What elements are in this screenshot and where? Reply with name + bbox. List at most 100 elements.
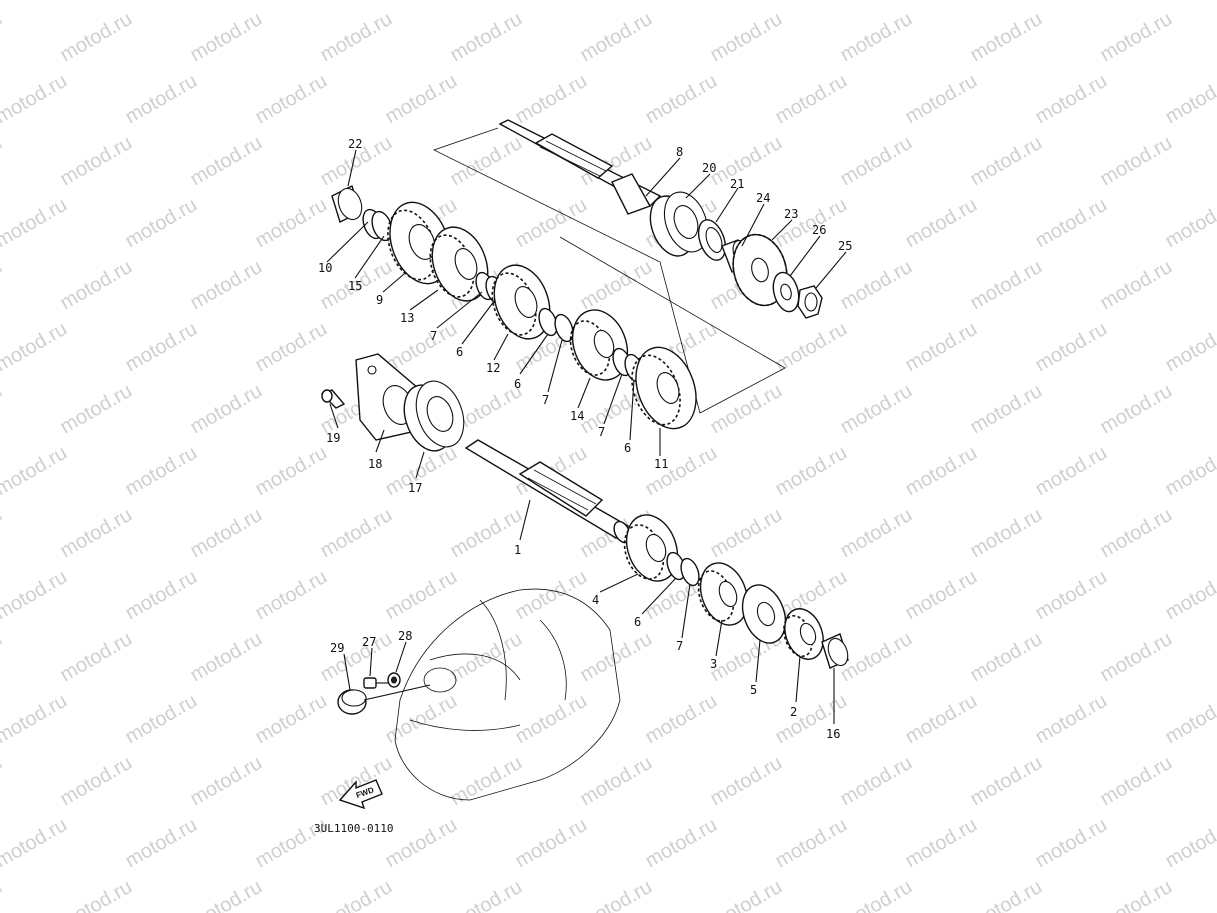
gear-12 bbox=[491, 264, 551, 340]
watermark-text: motod.ru bbox=[642, 690, 721, 749]
watermark-text: motod.ru bbox=[0, 814, 71, 873]
callout-21: 21 bbox=[730, 177, 744, 191]
callout-2: 2 bbox=[790, 705, 797, 719]
watermark-text: motod.ru bbox=[642, 814, 721, 873]
bearing-16 bbox=[821, 633, 849, 669]
watermark-text: motod.ru bbox=[252, 194, 331, 253]
watermark-text: motod.ru bbox=[902, 690, 981, 749]
watermark-text: motod.ru bbox=[447, 628, 526, 687]
callout-12: 12 bbox=[486, 361, 500, 375]
watermark-text: motod.ru bbox=[1162, 690, 1217, 749]
watermark-text: motod.ru bbox=[447, 8, 526, 67]
watermark-text: motod.ru bbox=[577, 628, 656, 687]
callout-5: 5 bbox=[750, 683, 757, 697]
watermark-text: motod.ru bbox=[1162, 318, 1217, 377]
callout-17: 17 bbox=[408, 481, 422, 495]
watermark-text: motod.ru bbox=[707, 876, 786, 913]
watermark-text: motod.ru bbox=[0, 380, 6, 439]
watermark-text: motod.ru bbox=[837, 628, 916, 687]
watermark-text: motod.ru bbox=[1097, 628, 1176, 687]
watermark-text: motod.ru bbox=[0, 194, 71, 253]
watermark-text: motod.ru bbox=[1162, 566, 1217, 625]
watermark-text: motod.ru bbox=[187, 876, 266, 913]
watermark-text: motod.ru bbox=[837, 876, 916, 913]
watermark-text: motod.ru bbox=[0, 752, 6, 811]
diagram-code: 3UL1100-0110 bbox=[314, 822, 393, 835]
watermark-text: motod.ru bbox=[642, 442, 721, 501]
watermark-text: motod.ru bbox=[447, 752, 526, 811]
watermark-text: motod.ru bbox=[772, 814, 851, 873]
watermark-text: motod.ru bbox=[122, 194, 201, 253]
watermark-text: motod.ru bbox=[1032, 0, 1111, 4]
watermark-text: motod.ru bbox=[577, 876, 656, 913]
callout-labels: 22 10 15 9 13 7 6 12 6 7 14 7 6 11 8 20 … bbox=[318, 137, 852, 741]
leader-lines bbox=[326, 149, 847, 724]
lock-washer-26 bbox=[772, 271, 800, 313]
watermark-text: motod.ru bbox=[902, 194, 981, 253]
watermark-text: motod.ru bbox=[772, 318, 851, 377]
watermark-text: motod.ru bbox=[382, 690, 461, 749]
callout-25: 25 bbox=[838, 239, 852, 253]
watermark-text: motod.ru bbox=[122, 0, 201, 4]
circlip-washer-lower bbox=[666, 551, 700, 587]
watermark-text: motod.ru bbox=[902, 566, 981, 625]
watermark-text: motod.ru bbox=[0, 318, 71, 377]
watermark-text: motod.ru bbox=[57, 752, 136, 811]
watermark-text: motod.ru bbox=[512, 194, 591, 253]
watermark-text: motod.ru bbox=[967, 380, 1046, 439]
watermark-text: motod.ru bbox=[902, 0, 981, 4]
callout-6a: 6 bbox=[456, 345, 463, 359]
watermark-text: motod.ru bbox=[57, 8, 136, 67]
callout-6d: 6 bbox=[634, 615, 641, 629]
callout-18: 18 bbox=[368, 457, 382, 471]
callout-4: 4 bbox=[592, 593, 599, 607]
bearing-17 bbox=[403, 380, 465, 452]
watermark-text: motod.ru bbox=[707, 752, 786, 811]
gear-3 bbox=[697, 562, 749, 626]
washer-28 bbox=[387, 672, 401, 688]
watermark-text: motod.ru bbox=[122, 690, 201, 749]
watermark-text: motod.ru bbox=[577, 752, 656, 811]
watermark-text: motod.ru bbox=[317, 876, 396, 913]
watermark-text: motod.ru bbox=[967, 504, 1046, 563]
callout-27: 27 bbox=[362, 635, 376, 649]
watermark-text: motod.ru bbox=[317, 8, 396, 67]
gear-13 bbox=[429, 226, 489, 302]
watermark-text: motod.ru bbox=[1162, 70, 1217, 129]
watermark-text: motod.ru bbox=[1162, 0, 1217, 4]
callout-8: 8 bbox=[676, 145, 683, 159]
watermark-text: motod.ru bbox=[707, 132, 786, 191]
watermark-text: motod.ru bbox=[512, 0, 591, 4]
watermark-text: motod.ru bbox=[122, 442, 201, 501]
watermark-text: motod.ru bbox=[187, 380, 266, 439]
callout-16: 16 bbox=[826, 727, 840, 741]
watermark-text: motod.ru bbox=[1032, 442, 1111, 501]
watermark-text: motod.ru bbox=[772, 442, 851, 501]
watermark-text: motod.ru bbox=[837, 504, 916, 563]
callout-9: 9 bbox=[376, 293, 383, 307]
watermark-text: motod.ru bbox=[837, 132, 916, 191]
watermark-text: motod.ru bbox=[772, 70, 851, 129]
watermark-text: motod.ru bbox=[967, 8, 1046, 67]
callout-26: 26 bbox=[812, 223, 826, 237]
watermark-text: motod.ru bbox=[57, 628, 136, 687]
callout-28: 28 bbox=[398, 629, 412, 643]
watermark-text: motod.ru bbox=[512, 566, 591, 625]
watermark-text: motod.ru bbox=[707, 504, 786, 563]
watermark-text: motod.ru bbox=[1032, 566, 1111, 625]
watermark-text: motod.ru bbox=[1097, 504, 1176, 563]
watermark-text: motod.ru bbox=[57, 876, 136, 913]
callout-20: 20 bbox=[702, 161, 716, 175]
watermark-text: motod.ru bbox=[1097, 132, 1176, 191]
watermark-text: motod.ru bbox=[122, 70, 201, 129]
fwd-arrow-icon: FWD bbox=[338, 779, 383, 810]
watermark-text: motod.ru bbox=[1097, 8, 1176, 67]
watermark-text: motod.ru bbox=[252, 442, 331, 501]
watermark-text: motod.ru bbox=[122, 566, 201, 625]
callout-7c: 7 bbox=[598, 425, 605, 439]
watermark-text: motod.ru bbox=[382, 0, 461, 4]
callout-7d: 7 bbox=[676, 639, 683, 653]
watermark-text: motod.ru bbox=[447, 132, 526, 191]
assembly-outline bbox=[432, 127, 786, 414]
